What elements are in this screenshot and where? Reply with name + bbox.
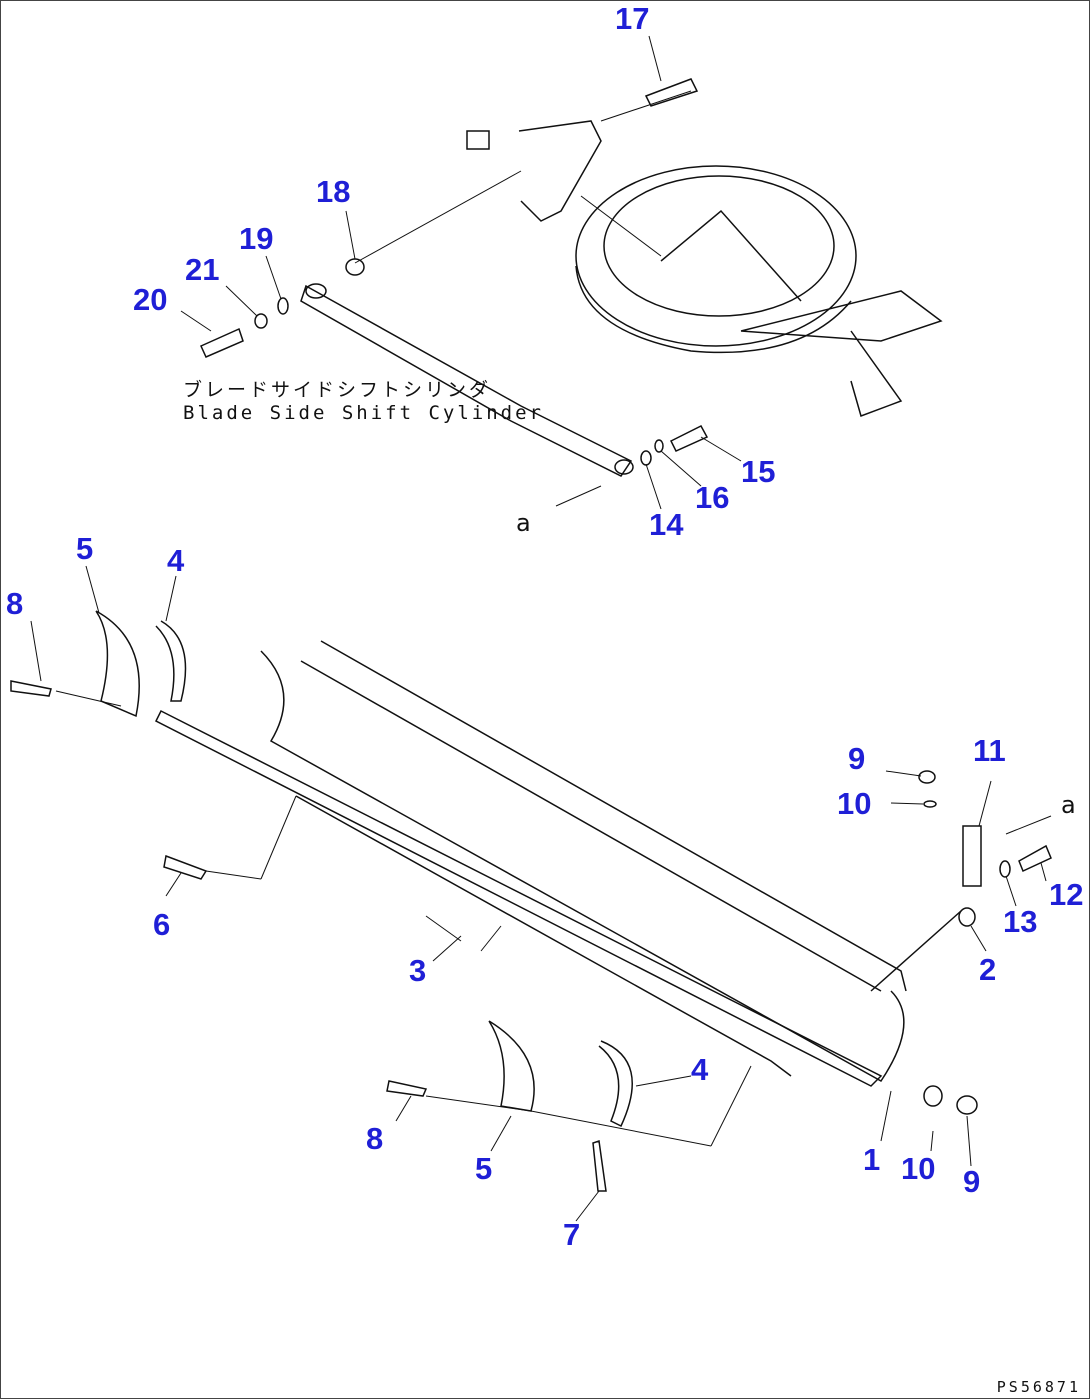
part-label-5: 5 xyxy=(76,531,94,566)
hardware xyxy=(10,78,1052,1192)
cylinder-callout: ブレードサイドシフトシリンダ Blade Side Shift Cylinder xyxy=(183,379,544,425)
circle-assembly xyxy=(466,120,943,417)
part-label-8: 8 xyxy=(6,586,24,621)
part-label-4: 4 xyxy=(167,543,185,578)
part-label-6: 6 xyxy=(153,907,171,942)
part-label-16: 16 xyxy=(695,480,730,515)
drawing-code: PS56871 xyxy=(996,1378,1081,1396)
view-marker-a-2: a xyxy=(1061,791,1076,819)
part-label-10b: 10 xyxy=(901,1151,936,1186)
blade-assembly xyxy=(95,610,962,1128)
cylinder-callout-jp: ブレードサイドシフトシリンダ xyxy=(183,379,492,401)
part-label-11: 11 xyxy=(973,733,1006,768)
cylinder-callout-en: Blade Side Shift Cylinder xyxy=(183,401,544,424)
part-label-4b: 4 xyxy=(691,1052,709,1087)
part-label-14: 14 xyxy=(649,507,684,542)
part-label-5b: 5 xyxy=(475,1151,493,1186)
part-label-20: 20 xyxy=(133,282,168,317)
part-label-15: 15 xyxy=(741,454,776,489)
part-label-12: 12 xyxy=(1049,877,1084,912)
part-label-1: 1 xyxy=(863,1142,881,1177)
part-label-9: 9 xyxy=(848,741,866,776)
part-label-13: 13 xyxy=(1003,904,1038,939)
part-label-10: 10 xyxy=(837,786,872,821)
leader-lines xyxy=(30,35,1052,1222)
view-marker-a: a xyxy=(516,509,531,537)
part-label-9b: 9 xyxy=(963,1164,981,1199)
part-label-19: 19 xyxy=(239,221,274,256)
side-shift-cylinder xyxy=(300,283,634,477)
part-label-2: 2 xyxy=(979,952,997,987)
part-label-3: 3 xyxy=(409,953,427,988)
part-label-7: 7 xyxy=(563,1217,581,1252)
part-label-17: 17 xyxy=(615,1,650,36)
part-label-18: 18 xyxy=(316,174,351,209)
part-label-8b: 8 xyxy=(366,1121,384,1156)
part-label-21: 21 xyxy=(185,252,220,287)
